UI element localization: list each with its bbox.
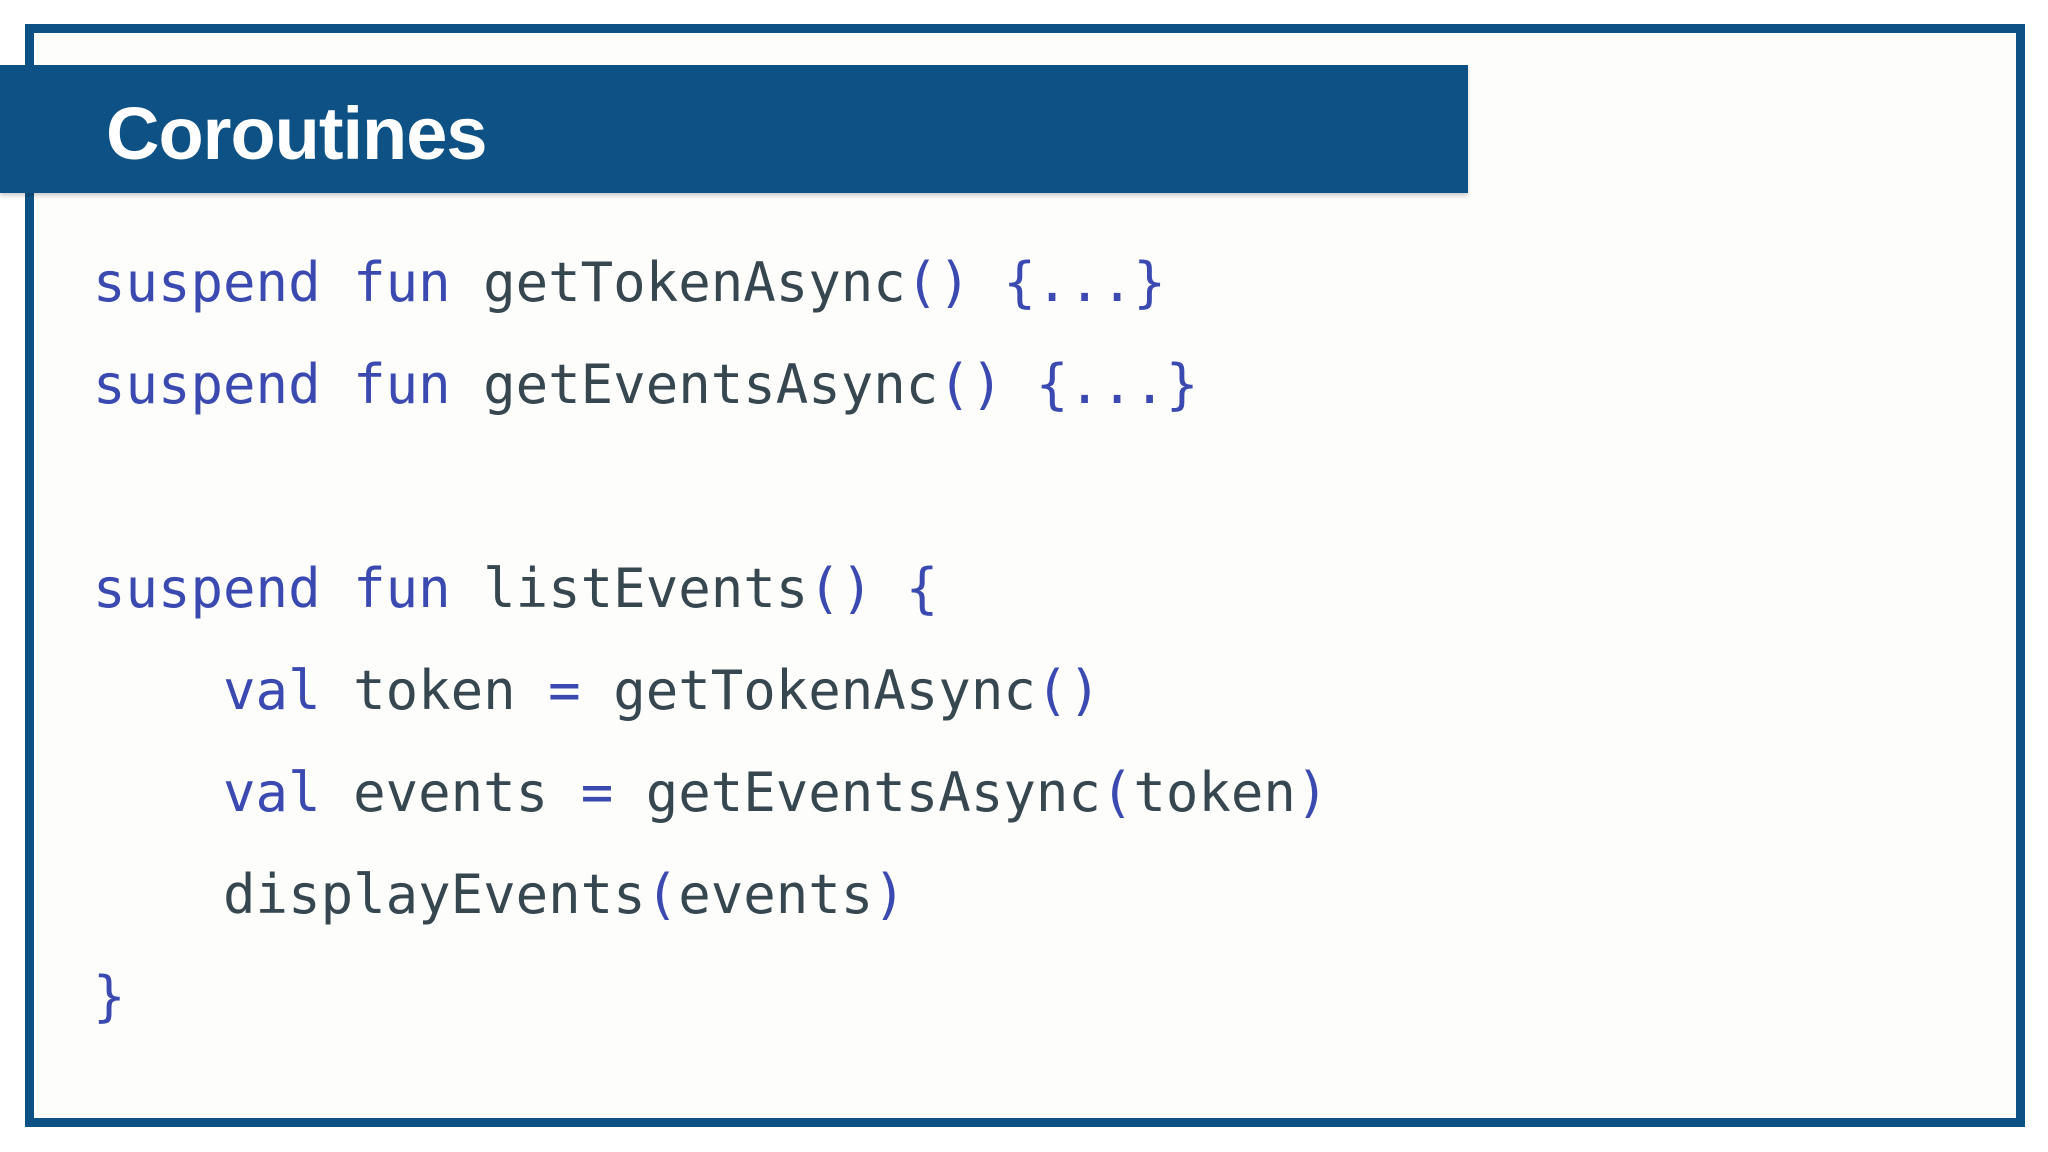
code-token-identifier: [93, 761, 223, 824]
code-token-keyword: ): [873, 863, 906, 926]
code-token-identifier: getEventsAsync: [483, 353, 939, 416]
slide-border-frame: [25, 24, 2025, 1127]
code-token-identifier: [93, 659, 223, 722]
code-token-keyword: (: [645, 863, 679, 926]
code-token-keyword: }: [93, 965, 126, 1028]
code-token-identifier: listEvents: [483, 557, 809, 620]
code-token-identifier: [971, 251, 1004, 314]
code-token-keyword: suspend fun: [93, 353, 484, 416]
code-token-keyword: {...}: [1035, 353, 1199, 416]
code-token-keyword: =: [548, 659, 581, 722]
code-token-keyword: {...}: [1003, 251, 1166, 314]
code-token-identifier: events: [678, 863, 874, 926]
code-token-identifier: [873, 557, 906, 620]
code-token-keyword: val: [223, 659, 321, 722]
code-token-identifier: getTokenAsync: [580, 659, 1036, 722]
code-token-keyword: (): [905, 251, 971, 314]
slide-title-bar: Coroutines: [0, 65, 1468, 193]
code-token-keyword: (): [938, 353, 1004, 416]
code-token-keyword: (: [1100, 761, 1134, 824]
code-token-identifier: getTokenAsync: [483, 251, 906, 314]
code-token-keyword: val: [223, 761, 321, 824]
code-block: suspend fun getTokenAsync() {...} suspen…: [93, 232, 1328, 1048]
code-token-identifier: getEventsAsync: [613, 761, 1101, 824]
code-token-keyword: (): [808, 557, 874, 620]
code-token-keyword: {: [905, 557, 939, 620]
code-token-identifier: token: [1133, 761, 1296, 824]
code-token-keyword: suspend fun: [93, 557, 484, 620]
code-token-identifier: [1003, 353, 1036, 416]
slide-title: Coroutines: [106, 92, 488, 175]
code-token-keyword: suspend fun: [93, 251, 484, 314]
code-token-keyword: =: [580, 761, 614, 824]
code-token-identifier: token: [320, 659, 549, 722]
code-token-identifier: events: [320, 761, 581, 824]
code-token-keyword: ): [1295, 761, 1329, 824]
code-token-identifier: displayEvents: [93, 863, 646, 926]
code-token-keyword: (): [1035, 659, 1101, 722]
